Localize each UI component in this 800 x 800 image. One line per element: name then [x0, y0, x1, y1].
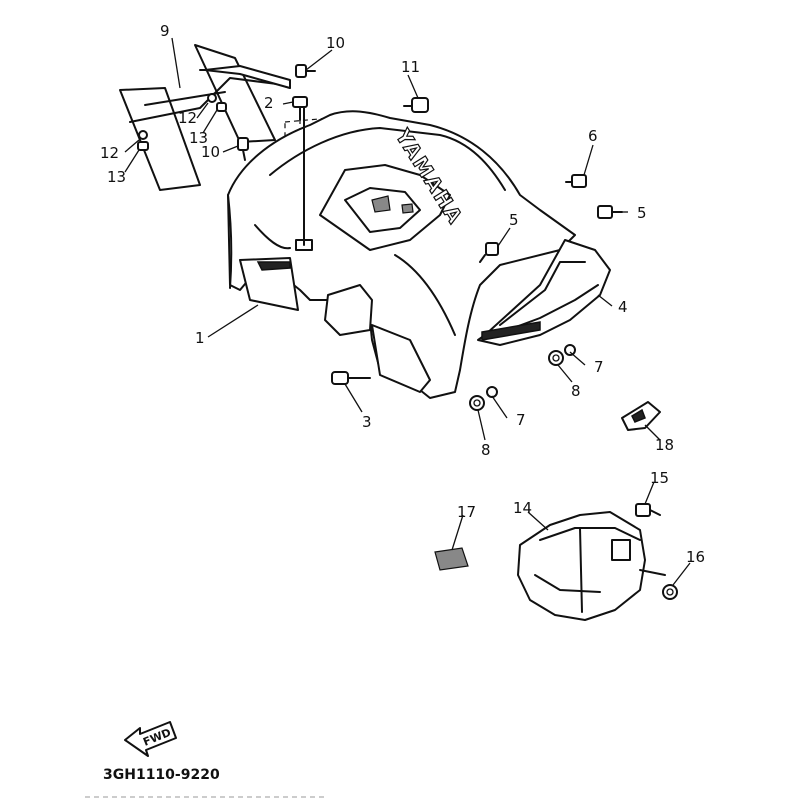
callout-10: 10: [201, 143, 220, 161]
clip-18: [621, 401, 661, 431]
callout-5: 5: [509, 211, 519, 229]
taillight-assembly: [477, 239, 611, 346]
callout-11: 11: [401, 58, 420, 76]
callout-18: 18: [655, 436, 674, 454]
callout-13: 13: [107, 168, 126, 186]
callout-7: 7: [516, 411, 526, 429]
bolt-5-center: [479, 242, 499, 263]
callout-12: 12: [100, 144, 119, 162]
diagram-code: 3GH1110-9220: [103, 767, 220, 783]
callout-12: 12: [178, 109, 197, 127]
callout-14: 14: [513, 499, 532, 517]
callout-3: 3: [362, 413, 372, 431]
storage-box: [517, 511, 666, 621]
forward-arrow: FWD: [124, 721, 177, 757]
pad-17: [434, 547, 469, 571]
callout-4: 4: [618, 298, 628, 316]
callout-8: 8: [571, 382, 581, 400]
mudflap-part: [119, 44, 291, 191]
bolt-15: [635, 503, 661, 517]
callout-7: 7: [594, 358, 604, 376]
rear-fender: [227, 104, 576, 399]
callout-2: 2: [264, 94, 274, 112]
callout-10: 10: [326, 34, 345, 52]
nut-16: [662, 584, 678, 600]
bolt-10-left: [237, 137, 249, 161]
leader-lines: [124, 37, 691, 586]
callout-17: 17: [457, 503, 476, 521]
callout-6: 6: [588, 127, 598, 145]
bolt-3: [331, 371, 371, 385]
callout-16: 16: [686, 548, 705, 566]
callout-15: 15: [650, 469, 669, 487]
callout-13: 13: [189, 129, 208, 147]
callout-1: 1: [195, 329, 205, 347]
callout-5: 5: [637, 204, 647, 222]
clip-fasteners: [137, 93, 227, 151]
callouts: 9 10 2 11 12 13 12 13 10 6 5 5 4 1 3 7 8…: [100, 22, 705, 566]
callout-9: 9: [160, 22, 170, 40]
bolt-6: [565, 174, 587, 188]
callout-8: 8: [481, 441, 491, 459]
bolt-10-top: [295, 64, 316, 78]
bolt-11: [403, 97, 429, 113]
nuts-washers: [469, 344, 576, 411]
